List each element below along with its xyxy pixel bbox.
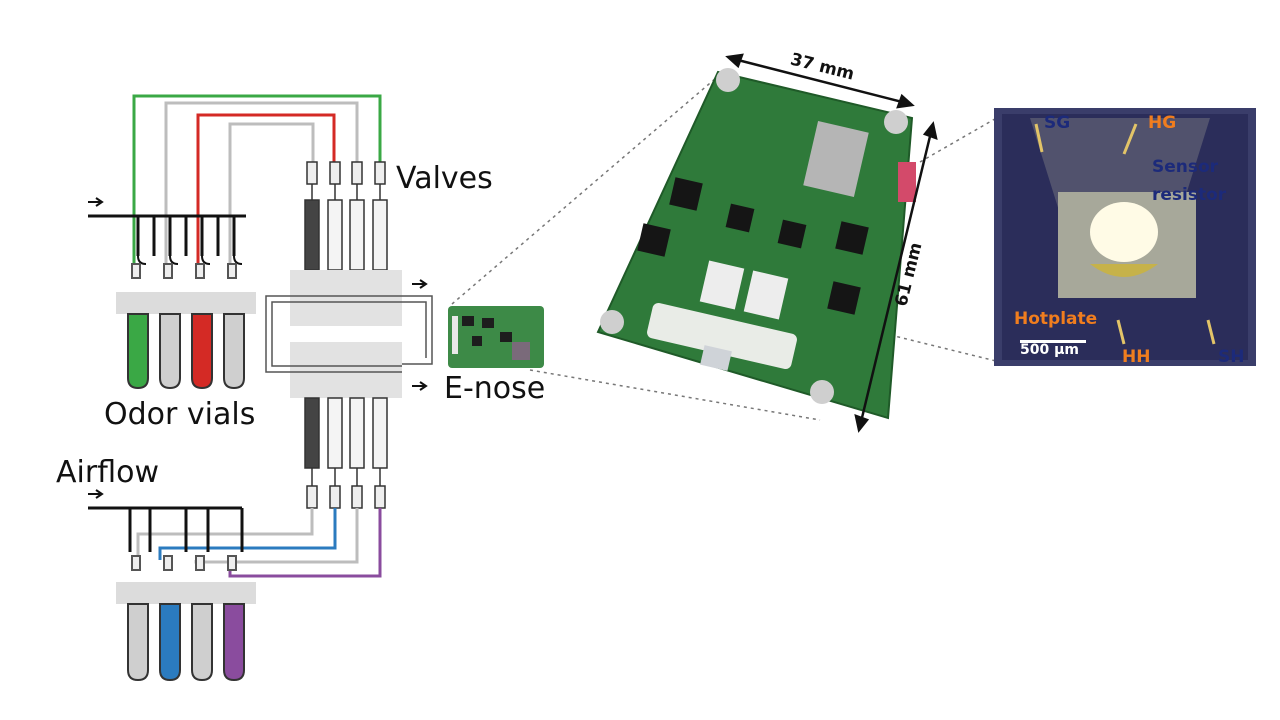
chip-label-sensor-resistor-2: resistor bbox=[1152, 185, 1227, 205]
bottom-vial-needles bbox=[131, 555, 237, 571]
gray-line-3 bbox=[136, 508, 314, 560]
vial-green bbox=[127, 313, 149, 390]
sensor-chip-micrograph bbox=[994, 108, 1256, 366]
pcb-board bbox=[596, 68, 916, 420]
chamber-to-enose bbox=[402, 295, 433, 365]
bottom-vial-rack bbox=[116, 582, 256, 604]
dimension-width-arrow bbox=[725, 53, 915, 109]
manifold-arrow-top bbox=[412, 279, 428, 289]
sensor-chamber-outline bbox=[265, 295, 402, 373]
bottom-airflow-arrow bbox=[88, 489, 104, 499]
top-vial-rack bbox=[116, 292, 256, 314]
bottom-odor-vials bbox=[127, 603, 245, 682]
vial-gray-3 bbox=[127, 603, 149, 682]
width-dimension-label: 37 mm bbox=[788, 50, 856, 85]
enose-small-board bbox=[448, 306, 544, 368]
manifold-arrow-bottom bbox=[412, 381, 428, 391]
manifold-upper bbox=[290, 270, 402, 326]
chip-label-sg: SG bbox=[1044, 113, 1070, 133]
top-valves bbox=[304, 161, 388, 271]
top-tubing-lines bbox=[132, 94, 382, 268]
vial-gray-1 bbox=[159, 313, 181, 390]
vial-gray-4 bbox=[191, 603, 213, 682]
chip-label-sensor-resistor-1: Sensor bbox=[1152, 157, 1219, 177]
top-airflow-manifold bbox=[88, 214, 246, 265]
vial-gray-2 bbox=[223, 313, 245, 390]
green-line bbox=[132, 94, 382, 268]
airflow-label: Airflow bbox=[56, 455, 159, 490]
bottom-valves bbox=[304, 397, 388, 509]
bottom-airflow-manifold bbox=[88, 506, 244, 552]
chip-label-hotplate: Hotplate bbox=[1014, 309, 1097, 329]
top-odor-vials bbox=[127, 313, 245, 390]
vial-red bbox=[191, 313, 213, 390]
manifold-lower bbox=[290, 342, 402, 398]
valves-label: Valves bbox=[396, 161, 493, 196]
top-vial-needles bbox=[131, 263, 237, 279]
gray-line-1 bbox=[164, 101, 359, 268]
dimension-height-arrow bbox=[854, 121, 938, 433]
chip-scale-bar-label: 500 µm bbox=[1020, 342, 1079, 358]
odor-vials-label: Odor vials bbox=[104, 397, 255, 432]
blue-line bbox=[158, 508, 337, 560]
vial-blue bbox=[159, 603, 181, 682]
red-line bbox=[196, 113, 336, 268]
chip-label-hg: HG bbox=[1148, 113, 1176, 133]
enose-label: E-nose bbox=[444, 371, 545, 406]
gray-line-2 bbox=[228, 122, 315, 268]
vial-purple bbox=[223, 603, 245, 682]
chip-label-sh: SH bbox=[1218, 347, 1244, 367]
chip-label-hh: HH bbox=[1122, 347, 1150, 367]
top-airflow-arrow bbox=[88, 197, 104, 207]
bottom-tubing-lines bbox=[136, 508, 382, 578]
